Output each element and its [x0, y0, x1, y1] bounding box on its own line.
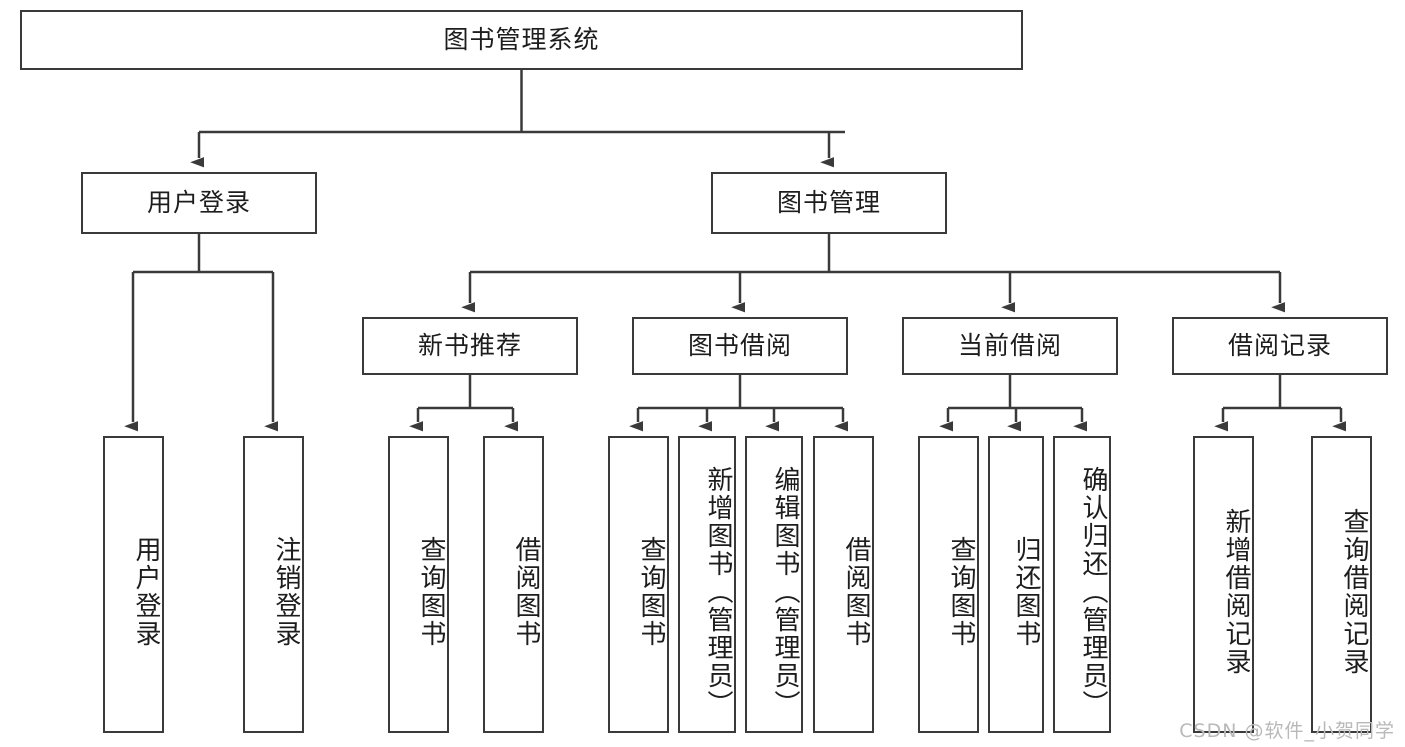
book-borrow-label: 图书借阅 — [687, 331, 792, 361]
leaf-rec-query-record-label: 查询借阅记录 — [1339, 507, 1369, 676]
leaf-cur-query-book[interactable]: 查询图书 — [918, 436, 979, 733]
leaf-borrow-lend-book[interactable]: 借阅图书 — [813, 436, 874, 733]
leaf-cur-confirm-return-label: 确认归还（管理员） — [1078, 465, 1108, 718]
leaf-borrow-add-book-label: 新增图书（管理员） — [703, 465, 733, 718]
user-login[interactable]: 用户登录 — [81, 172, 317, 234]
leaf-user-login[interactable]: 用户登录 — [103, 436, 164, 733]
leaf-cur-return-book-label: 归还图书 — [1011, 535, 1041, 648]
leaf-rec-borrow-book-label: 借阅图书 — [511, 535, 541, 648]
leaf-user-logout[interactable]: 注销登录 — [243, 436, 304, 733]
borrow-record[interactable]: 借阅记录 — [1172, 317, 1388, 375]
leaf-rec-borrow-book[interactable]: 借阅图书 — [483, 436, 544, 733]
root-label: 图书管理系统 — [443, 25, 600, 55]
leaf-rec-query-record[interactable]: 查询借阅记录 — [1311, 436, 1372, 733]
leaf-rec-query-book[interactable]: 查询图书 — [388, 436, 449, 733]
leaf-user-login-label: 用户登录 — [131, 535, 161, 648]
new-book-recommend-label: 新书推荐 — [417, 331, 522, 361]
leaf-borrow-edit-book-label: 编辑图书（管理员） — [770, 465, 800, 718]
leaf-rec-query-book-label: 查询图书 — [416, 535, 446, 648]
borrow-record-label: 借阅记录 — [1227, 331, 1332, 361]
user-login-label: 用户登录 — [146, 188, 251, 218]
leaf-user-logout-label: 注销登录 — [271, 535, 301, 648]
book-manage-label: 图书管理 — [776, 188, 881, 218]
root[interactable]: 图书管理系统 — [20, 10, 1023, 70]
current-borrow[interactable]: 当前借阅 — [902, 317, 1118, 375]
leaf-borrow-edit-book[interactable]: 编辑图书（管理员） — [745, 436, 803, 733]
current-borrow-label: 当前借阅 — [957, 331, 1062, 361]
leaf-rec-add-record-label: 新增借阅记录 — [1221, 507, 1251, 676]
leaf-cur-confirm-return[interactable]: 确认归还（管理员） — [1053, 436, 1111, 733]
leaf-rec-add-record[interactable]: 新增借阅记录 — [1193, 436, 1254, 733]
leaf-cur-query-book-label: 查询图书 — [946, 535, 976, 648]
leaf-borrow-add-book[interactable]: 新增图书（管理员） — [678, 436, 736, 733]
leaf-borrow-query-book[interactable]: 查询图书 — [608, 436, 669, 733]
leaf-cur-return-book[interactable]: 归还图书 — [988, 436, 1044, 733]
leaf-borrow-lend-book-label: 借阅图书 — [841, 535, 871, 648]
new-book-recommend[interactable]: 新书推荐 — [362, 317, 578, 375]
book-borrow[interactable]: 图书借阅 — [632, 317, 848, 375]
book-manage[interactable]: 图书管理 — [711, 172, 947, 234]
leaf-borrow-query-book-label: 查询图书 — [636, 535, 666, 648]
